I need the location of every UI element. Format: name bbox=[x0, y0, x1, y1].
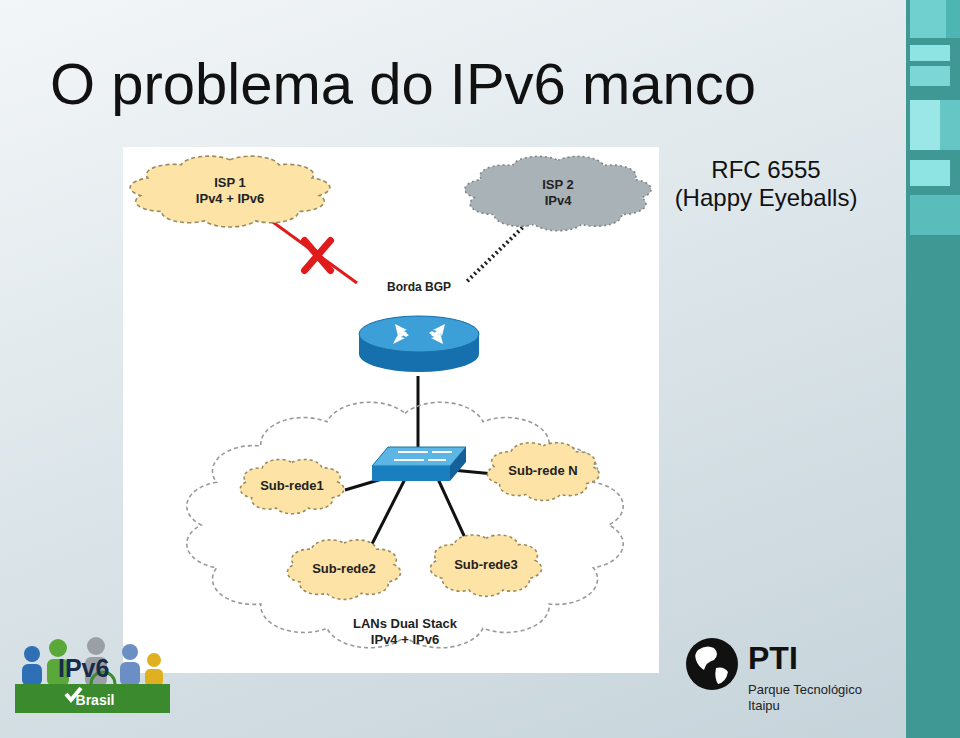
subnet-cloud: Sub-rede N bbox=[485, 438, 602, 504]
node-label: IPv4 + IPv6 bbox=[196, 191, 264, 207]
node-text-group: Sub-rede2 bbox=[312, 561, 376, 577]
ipv6-brasil-logo bbox=[15, 637, 170, 713]
lan-wires bbox=[345, 376, 494, 544]
node-label: Sub-rede1 bbox=[260, 478, 324, 494]
pti-globe bbox=[686, 638, 738, 690]
node-text-group: ISP 1IPv4 + IPv6 bbox=[196, 175, 264, 208]
lan-cloud: LANs Dual Stack IPv4 + IPv6Sub-rede1Sub-… bbox=[168, 378, 642, 672]
side-stripes bbox=[906, 0, 960, 738]
node-label: IPv4 bbox=[545, 193, 572, 209]
logo-text: IPv6 bbox=[58, 656, 132, 681]
rfc-note: RFC 6555 (Happy Eyeballs) bbox=[672, 156, 860, 211]
diagram-panel bbox=[123, 147, 659, 673]
isp-cloud: ISP 1IPv4 + IPv6 bbox=[125, 150, 335, 232]
failure-cross bbox=[305, 241, 331, 271]
node-text-group: LANs Dual Stack IPv4 + IPv6 bbox=[168, 616, 642, 649]
node-label: Sub-rede N bbox=[508, 463, 577, 479]
failed-link bbox=[270, 220, 357, 283]
node-text-group: ISP 2IPv4 bbox=[542, 177, 574, 210]
slide-title: O problema do IPv6 manco bbox=[50, 52, 756, 116]
ipv4-link bbox=[466, 224, 526, 282]
node-label: ISP 1 bbox=[214, 175, 246, 191]
logo-text: Parque Tecnológico Itaipu bbox=[748, 682, 876, 713]
border-router: Borda BGP bbox=[355, 280, 483, 376]
node-text-group: Borda BGP bbox=[387, 280, 451, 295]
subnet-cloud: Sub-rede3 bbox=[428, 530, 544, 600]
node-text-group: Sub-rede1 bbox=[260, 478, 324, 494]
node-label: Borda BGP bbox=[387, 280, 451, 295]
node-text-group: Sub-rede N bbox=[508, 463, 577, 479]
logo-text: Brasil bbox=[40, 693, 150, 708]
logo-text: PTI bbox=[748, 642, 828, 674]
router-symbol bbox=[355, 310, 483, 376]
subnet-cloud: Sub-rede2 bbox=[285, 535, 403, 603]
node-label: Sub-rede2 bbox=[312, 561, 376, 577]
node-text-group: Sub-rede3 bbox=[454, 557, 518, 573]
switch-symbol bbox=[372, 447, 466, 481]
subnet-cloud: Sub-rede1 bbox=[238, 455, 346, 517]
node-label: Sub-rede3 bbox=[454, 557, 518, 573]
node-label: LANs Dual Stack IPv4 + IPv6 bbox=[340, 616, 470, 649]
isp-cloud: ISP 2IPv4 bbox=[460, 150, 656, 236]
node-label: ISP 2 bbox=[542, 177, 574, 193]
